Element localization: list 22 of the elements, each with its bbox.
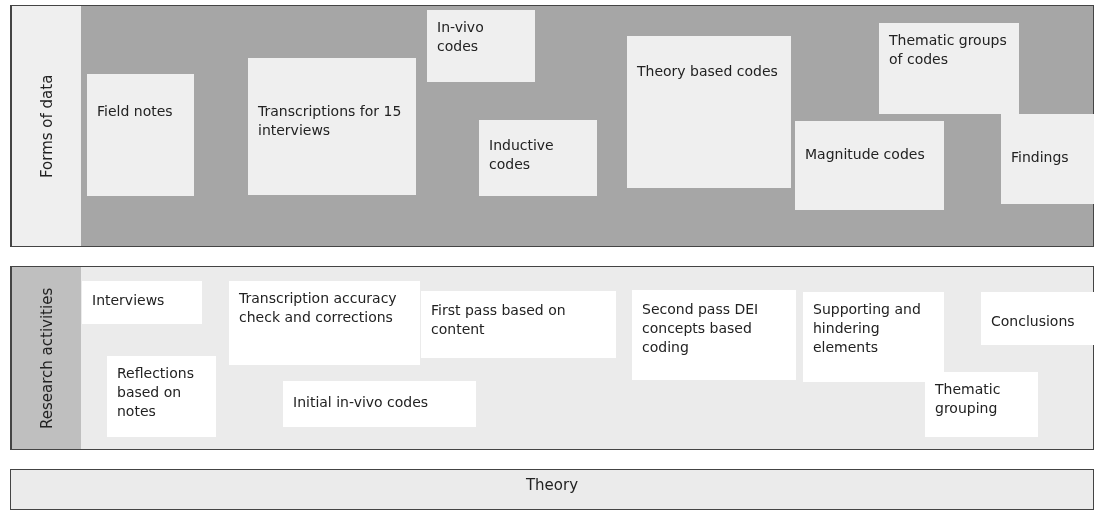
swimlane xyxy=(10,266,1094,450)
text-box: Transcription accuracy check and corrections xyxy=(229,281,420,365)
text-box: Field notes xyxy=(87,74,194,196)
text-box: Findings xyxy=(1001,114,1094,204)
text-box: Reflections based on notes xyxy=(107,356,216,437)
text-box: Magnitude codes xyxy=(795,121,944,210)
swimlane xyxy=(10,5,1094,247)
text-box: In-vivo codes xyxy=(427,10,535,82)
text-box: Thematic grouping xyxy=(925,372,1038,437)
text-box: Conclusions xyxy=(981,292,1094,345)
text-box: Second pass DEI concepts based coding xyxy=(632,290,796,380)
theory-band: Theory xyxy=(10,469,1094,510)
text-box: Transcriptions for 15 interviews xyxy=(248,58,416,195)
text-box: Supporting and hindering elements xyxy=(803,292,944,382)
text-box: Inductive codes xyxy=(479,120,597,196)
text-box: Theory based codes xyxy=(627,36,791,188)
text-box: Interviews xyxy=(82,281,202,324)
lane-title: Research activities xyxy=(11,267,81,449)
text-box: First pass based on content xyxy=(421,291,616,358)
text-box: Initial in-vivo codes xyxy=(283,381,476,427)
lane-title: Forms of data xyxy=(11,6,81,246)
text-box: Thematic groups of codes xyxy=(879,23,1019,114)
